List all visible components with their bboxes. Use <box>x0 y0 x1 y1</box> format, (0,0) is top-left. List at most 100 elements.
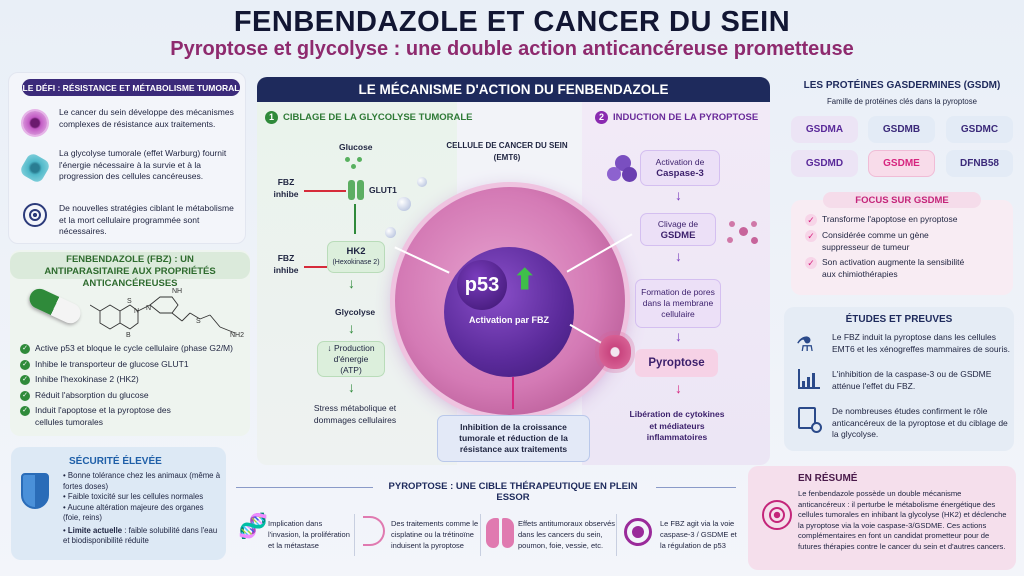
hk2-box: HK2(Hexokinase 2) <box>327 241 385 273</box>
inhibit-arrow <box>304 190 344 192</box>
gsdm-subtitle: Famille de protéines clés dans la pyropt… <box>827 97 977 106</box>
therapeutic-item: Implication dans l'invasion, la prolifér… <box>268 519 350 550</box>
safety-item: • Bonne tolérance chez les animaux (même… <box>63 471 221 491</box>
focus-item: ✓Transforme l'apoptose en pyroptose <box>805 214 1005 226</box>
fbz-item: ✓Inhibe le transporteur de glucose GLUT1 <box>20 359 245 371</box>
focus-list: ✓Transforme l'apoptose en pyroptose ✓Con… <box>805 214 1005 284</box>
pores-box: Formation de pores dans la membrane cell… <box>635 279 721 328</box>
study-item: De nombreuses études confirment le rôle … <box>832 406 1008 439</box>
fbz-item: ✓Induit l'apoptose et la pyroptose des c… <box>20 405 245 428</box>
check-icon: ✓ <box>805 230 817 242</box>
fbz-panel: FENBENDAZOLE (FBZ) : UN ANTIPARASITAIRE … <box>10 250 250 436</box>
flow-arrow: ↓ <box>675 248 682 264</box>
fbz-inhibit-label: FBZ inhibe <box>273 253 299 275</box>
gsdme-fragments-icon <box>725 217 761 247</box>
target-arrow-icon <box>762 500 792 530</box>
glut1-label: GLUT1 <box>369 185 397 195</box>
divider <box>480 514 481 556</box>
step-number: 2 <box>595 111 608 124</box>
pore-complex-icon <box>599 335 631 369</box>
page-title: FENBENDAZOLE ET CANCER DU SEIN <box>233 6 791 38</box>
studies-title: ÉTUDES ET PREUVES <box>845 314 953 325</box>
arrow-to-inhibition <box>512 377 514 409</box>
safety-list: • Bonne tolérance chez les animaux (même… <box>63 471 223 547</box>
flow-arrow: ↓ <box>348 379 355 395</box>
fbz-checklist: ✓Active p53 et bloque le cycle cellulair… <box>20 343 245 432</box>
study-item: L'inhibition de la caspase-3 ou de GSDME… <box>832 369 992 391</box>
therapeutic-item: Effets antitumoraux observés dans les ca… <box>518 519 615 550</box>
protein-gsdmd: GSDMD <box>791 150 858 177</box>
protein-gsdma: GSDMA <box>791 116 858 143</box>
flow-arrow: ↓ <box>675 187 682 203</box>
pyroptosis-header: 2 INDUCTION DE LA PYROPTOSE <box>595 111 758 124</box>
flow-arrow: ↓ <box>675 380 682 396</box>
flow-arrow <box>354 204 356 234</box>
mechanism-title: LE MÉCANISME D'ACTION DU FENBENDAZOLE <box>257 77 770 102</box>
glut1-transporter-icon <box>348 180 364 200</box>
challenge-panel: LE DÉFI : RÉSISTANCE ET MÉTABOLISME TUMO… <box>8 72 246 244</box>
cell-label: CELLULE DE CANCER DU SEIN(EMT6) <box>446 141 568 162</box>
vesicle-icon <box>385 227 396 238</box>
therapeutic-item: Des traitements comme le cisplatine ou l… <box>391 519 479 550</box>
target-icon <box>624 518 652 546</box>
glycolysis-title: CIBLAGE DE LA GLYCOLYSE TUMORALE <box>283 112 473 123</box>
breast-icon <box>363 516 385 546</box>
check-icon: ✓ <box>20 390 30 401</box>
summary-text: Le fenbendazole possède un double mécani… <box>798 489 1007 551</box>
therapeutic-strip: PYROPTOSE : UNE CIBLE THÉRAPEUTIQUE EN P… <box>228 478 743 568</box>
molecule-structure: S N B NH N S NH2 <box>90 288 244 339</box>
study-item: Le FBZ induit la pyroptose dans les cell… <box>832 332 1010 354</box>
glucose-molecules-icon <box>345 157 365 171</box>
molecule-atom: S <box>127 298 132 305</box>
caspase-cluster-icon <box>607 155 639 183</box>
focus-item: ✓Considérée comme un gène suppresseur de… <box>805 230 1005 253</box>
divider <box>236 487 373 488</box>
document-search-icon <box>798 407 822 433</box>
studies-panel: ÉTUDES ET PREUVES ⚗ Le FBZ induit la pyr… <box>784 307 1014 451</box>
p53-activation-label: Activation par FBZ <box>468 315 549 325</box>
divider <box>354 514 355 556</box>
glycolysis-header: 1 CIBLAGE DE LA GLYCOLYSE TUMORALE <box>265 111 473 124</box>
vesicle-icon <box>417 177 427 187</box>
check-icon: ✓ <box>20 406 30 416</box>
pyroptose-box: Pyroptose <box>635 349 718 377</box>
challenge-item: Le cancer du sein développe des mécanism… <box>59 107 234 129</box>
challenge-item: De nouvelles stratégies ciblant le métab… <box>59 203 234 236</box>
protein-gsdmc: GSDMC <box>946 116 1013 143</box>
glucose-label: Glucose <box>339 142 373 152</box>
page-subtitle: Pyroptose et glycolyse : une double acti… <box>170 38 854 60</box>
molecule-atom: S <box>196 318 201 325</box>
check-icon: ✓ <box>20 359 30 370</box>
mechanism-panel: LE MÉCANISME D'ACTION DU FENBENDAZOLE 1 … <box>257 77 770 465</box>
challenge-title: LE DÉFI : RÉSISTANCE ET MÉTABOLISME TUMO… <box>22 79 240 96</box>
therapeutic-item: Le FBZ agit via la voie caspase-3 / GSDM… <box>660 519 737 550</box>
vesicle-icon <box>397 197 411 211</box>
gsdme-focus-panel: FOCUS SUR GSDME ✓Transforme l'apoptose e… <box>791 192 1013 295</box>
check-icon: ✓ <box>805 214 817 226</box>
shield-icon <box>21 473 49 509</box>
capsule-icon <box>26 285 84 327</box>
cancer-cell-icon <box>23 111 47 135</box>
flow-arrow: ↓ <box>675 328 682 344</box>
safety-item: • Faible toxicité sur les cellules norma… <box>63 492 204 501</box>
inhibition-box: Inhibition de la croissance tumorale et … <box>437 415 590 462</box>
p53-badge: p53 <box>457 260 507 310</box>
target-icon <box>23 203 47 227</box>
protein-gsdme: GSDME <box>868 150 935 177</box>
molecule-atom: N <box>146 305 151 312</box>
summary-title: EN RÉSUMÉ <box>798 473 858 484</box>
divider <box>656 487 736 488</box>
therapeutic-title: PYROPTOSE : UNE CIBLE THÉRAPEUTIQUE EN P… <box>388 481 638 503</box>
molecule-atom: NH <box>172 288 182 295</box>
challenge-item: La glycolyse tumorale (effet Warburg) fo… <box>59 148 227 181</box>
summary-panel: EN RÉSUMÉ Le fenbendazole possède un dou… <box>748 466 1016 570</box>
lungs-icon <box>486 518 514 548</box>
molecule-atom: B <box>126 332 131 339</box>
check-icon: ✓ <box>805 257 817 269</box>
lab-flask-icon: ⚗ <box>796 334 814 356</box>
fbz-inhibit-label: FBZ inhibe <box>273 177 299 199</box>
tumor-cell-icon <box>18 151 52 185</box>
safety-item: • Aucune altération majeure des organes … <box>63 502 204 523</box>
